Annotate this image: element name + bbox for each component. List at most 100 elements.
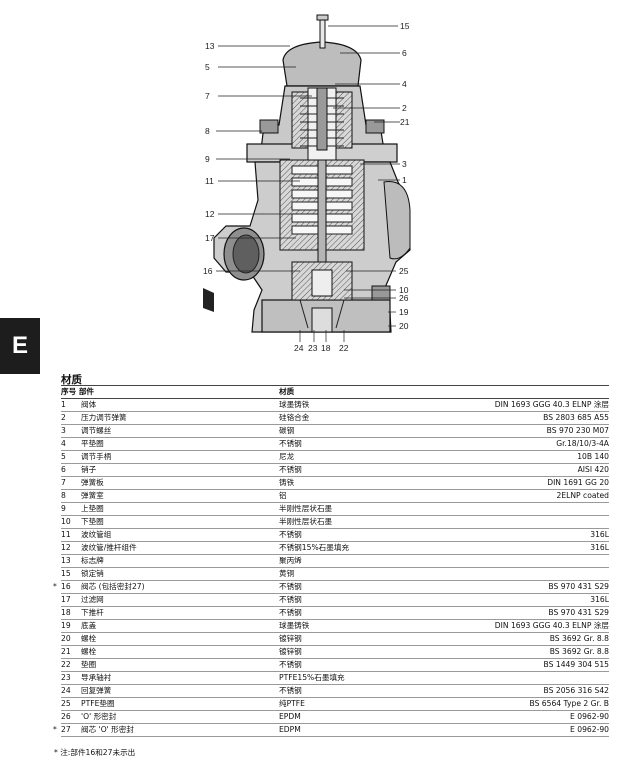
header-part: 部件 xyxy=(78,387,95,397)
callout-17: 17 xyxy=(205,233,215,243)
row-number-text: 4 xyxy=(61,439,66,449)
row-number-text: 21 xyxy=(61,647,71,657)
row-part-text: 螺栓 xyxy=(81,634,97,644)
row-material-text: 球墨铸铁 xyxy=(279,621,310,631)
row-material-text: 尼龙 xyxy=(279,452,295,462)
row-material-text: 不锈钢 xyxy=(279,530,302,540)
row-standard-text: BS 970 431 S29 xyxy=(548,582,609,592)
row-part: 调节手柄 xyxy=(81,450,279,464)
row-part: 销子 xyxy=(81,463,279,477)
row-material-text: 纯PTFE xyxy=(279,699,305,709)
callout-5: 5 xyxy=(205,62,210,72)
row-material-text: 球墨铸铁 xyxy=(279,400,310,410)
row-material-text: 黄铜 xyxy=(279,569,295,579)
row-part: 阀体 xyxy=(81,398,279,412)
row-number-text: 18 xyxy=(61,608,71,618)
row-number-text: 6 xyxy=(61,465,66,475)
row-material: 硅铬合金 xyxy=(279,411,449,425)
row-number-text: 22 xyxy=(61,660,71,670)
row-standard xyxy=(449,567,609,581)
row-material: 不锈钢 xyxy=(279,658,449,672)
row-number: 2 xyxy=(61,411,81,425)
row-material-text: 不锈钢15%石墨填充 xyxy=(279,543,350,553)
row-number-text: 16 xyxy=(61,582,71,592)
row-number-text: 15 xyxy=(61,569,71,579)
row-number: 15 xyxy=(61,567,81,581)
row-standard-text: 316L xyxy=(590,595,609,605)
callout-13: 13 xyxy=(205,41,215,51)
row-standard: BS 1449 304 515 xyxy=(449,658,609,672)
row-material-text: 半刚性层状石墨 xyxy=(279,504,333,514)
row-number-text: 25 xyxy=(61,699,71,709)
row-material-text: 不锈钢 xyxy=(279,582,302,592)
row-part: 阀芯 'O' 形密封 xyxy=(81,723,279,737)
row-part-text: 过滤网 xyxy=(81,595,104,605)
interior-cutaway xyxy=(279,87,365,333)
row-part-text: 阀芯 'O' 形密封 xyxy=(81,725,134,735)
row-part-text: 上垫圈 xyxy=(81,504,104,514)
row-standard-text: BS 2803 685 A55 xyxy=(543,413,609,423)
row-material: EPDM xyxy=(279,710,449,724)
callout-15: 15 xyxy=(400,21,410,31)
row-standard xyxy=(449,502,609,516)
row-material-text: PTFE15%石墨填充 xyxy=(279,673,345,683)
row-standard: DIN 1693 GGG 40.3 ELNP 涂层 xyxy=(449,398,609,412)
row-number: 4 xyxy=(61,437,81,451)
row-number: 1 xyxy=(61,398,81,412)
row-material-text: 不锈钢 xyxy=(279,686,302,696)
row-material-text: 不锈钢 xyxy=(279,660,302,670)
row-material-text: 铝 xyxy=(279,491,287,501)
callout-12: 12 xyxy=(205,209,215,219)
row-standard-text: DIN 1693 GGG 40.3 ELNP 涂层 xyxy=(494,621,609,631)
row-standard: 316L xyxy=(449,528,609,542)
row-number-text: 2 xyxy=(61,413,66,423)
row-part-text: 波纹管/推杆组件 xyxy=(81,543,137,553)
callout-18: 18 xyxy=(321,343,331,353)
row-number: 7 xyxy=(61,476,81,490)
row-number: 23 xyxy=(61,671,81,685)
row-material: PTFE15%石墨填充 xyxy=(279,671,449,685)
row-standard-text: 10B 140 xyxy=(577,452,609,462)
row-standard-text: BS 970 431 S29 xyxy=(548,608,609,618)
row-material-text: 碳钢 xyxy=(279,426,295,436)
row-number-text: 19 xyxy=(61,621,71,631)
row-number-text: 24 xyxy=(61,686,71,696)
row-number-text: 5 xyxy=(61,452,66,462)
row-material: 尼龙 xyxy=(279,450,449,464)
row-material: 铝 xyxy=(279,489,449,503)
row-material-text: 镀锌钢 xyxy=(279,647,302,657)
callout-25: 25 xyxy=(399,266,409,276)
row-part: 底盖 xyxy=(81,619,279,633)
row-standard: AISI 420 xyxy=(449,463,609,477)
row-part: 锁定销 xyxy=(81,567,279,581)
row-part-text: 阀体 xyxy=(81,400,97,410)
row-number: 20 xyxy=(61,632,81,646)
callout-22: 22 xyxy=(339,343,349,353)
row-material-text: 铸铁 xyxy=(279,478,295,488)
row-part: 标志牌 xyxy=(81,554,279,568)
callout-16: 16 xyxy=(203,266,213,276)
row-standard-text: BS 1449 304 515 xyxy=(543,660,609,670)
row-material: 半刚性层状石墨 xyxy=(279,502,449,516)
row-number-text: 20 xyxy=(61,634,71,644)
row-standard-text: BS 3692 Gr. 8.8 xyxy=(549,634,609,644)
row-standard-text: E 0962-90 xyxy=(570,712,609,722)
callout-8: 8 xyxy=(205,126,210,136)
callout-9: 9 xyxy=(205,154,210,164)
row-part-text: 底盖 xyxy=(81,621,97,631)
row-material: 黄铜 xyxy=(279,567,449,581)
row-part-text: 压力调节弹簧 xyxy=(81,413,127,423)
row-material: 不锈钢 xyxy=(279,437,449,451)
